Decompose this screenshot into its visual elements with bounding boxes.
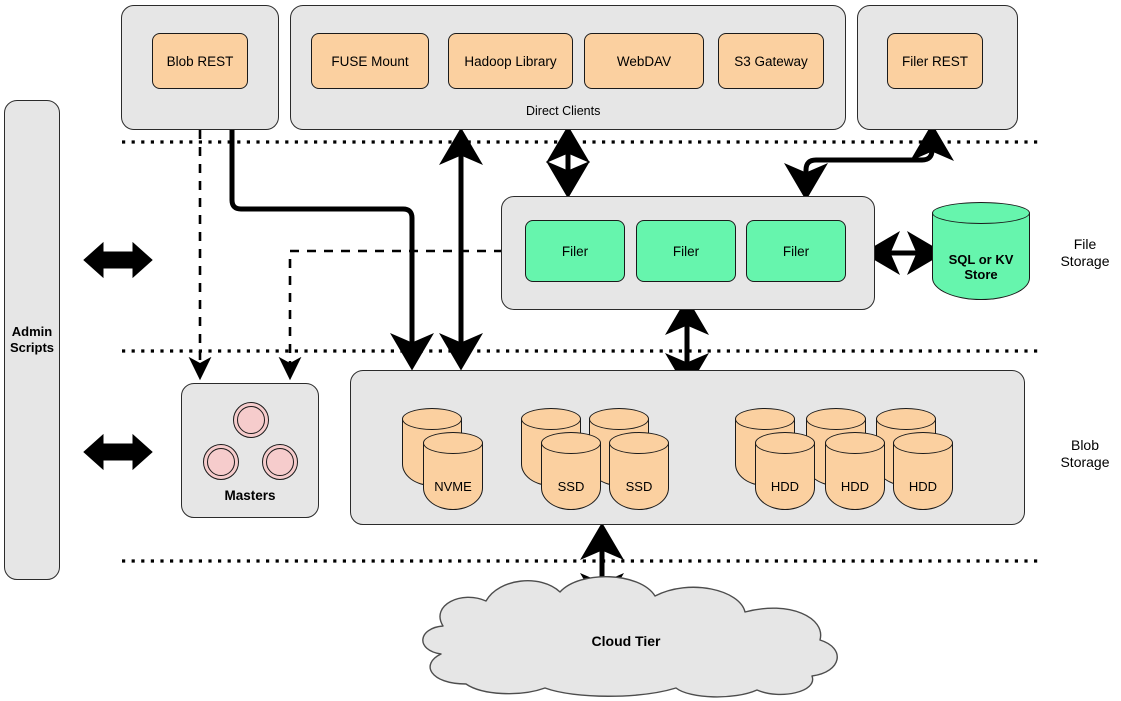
cloud-tier-label: Cloud Tier (591, 633, 661, 649)
client-blob-rest-label: Blob REST (166, 53, 234, 69)
master-node-3[interactable] (262, 444, 298, 480)
volume-ssd-label-2: SSD (625, 479, 653, 494)
master-node-1[interactable] (233, 402, 269, 438)
filer-node-2-label: Filer (672, 243, 700, 259)
cylinder-top (893, 432, 953, 454)
store-cylinder-top (932, 202, 1030, 224)
volume-ssd-label-1: SSD (557, 479, 585, 494)
cylinder-top (735, 408, 795, 430)
cylinder-top (806, 408, 866, 430)
cylinder-body (541, 443, 601, 510)
cylinder-body (893, 443, 953, 510)
cylinder-body (423, 443, 483, 510)
cylinder-body (825, 443, 885, 510)
volume-hdd-front-2[interactable]: HDD (825, 432, 885, 510)
blob-storage-side-label: Blob Storage (1060, 437, 1110, 470)
client-webdav-label: WebDAV (616, 53, 672, 69)
admin-scripts-label: Admin Scripts (9, 324, 55, 355)
cylinder-top (755, 432, 815, 454)
client-filer-rest-label: Filer REST (901, 53, 968, 69)
client-fuse-mount[interactable]: FUSE Mount (311, 33, 429, 89)
cylinder-top (402, 408, 462, 430)
admin-to-filer-arrow (83, 241, 153, 279)
cylinder-body (755, 443, 815, 510)
master-node-2[interactable] (203, 444, 239, 480)
filer-node-2[interactable]: Filer (636, 220, 736, 282)
masters-label: Masters (224, 488, 276, 503)
filer-node-1[interactable]: Filer (525, 220, 625, 282)
masters-group[interactable]: Masters (181, 383, 319, 518)
store-cylinder-body (932, 213, 1030, 300)
client-s3-gateway-label: S3 Gateway (734, 53, 808, 69)
admin-to-masters-arrow (83, 433, 153, 471)
volume-nvme-label: NVME (434, 479, 472, 494)
volume-hdd-front-3[interactable]: HDD (893, 432, 953, 510)
admin-scripts-panel[interactable]: Admin Scripts (4, 100, 60, 580)
blobrest-to-volumes-arrow (229, 130, 434, 371)
cloud-tier-node[interactable]: Cloud Tier (436, 595, 816, 695)
cylinder-top (423, 432, 483, 454)
client-s3-gateway[interactable]: S3 Gateway (718, 33, 824, 89)
volume-nvme-front-1[interactable]: NVME (423, 432, 483, 510)
filer-node-3-label: Filer (782, 243, 810, 259)
filer-node-3[interactable]: Filer (746, 220, 846, 282)
sql-or-kv-store[interactable]: SQL or KV Store (932, 202, 1030, 300)
client-fuse-mount-label: FUSE Mount (331, 53, 409, 69)
cylinder-top (521, 408, 581, 430)
file-storage-side-label: File Storage (1060, 236, 1110, 269)
volume-hdd-label-2: HDD (840, 479, 870, 494)
cylinder-top (541, 432, 601, 454)
client-webdav[interactable]: WebDAV (584, 33, 704, 89)
volume-hdd-front-1[interactable]: HDD (755, 432, 815, 510)
filer-node-1-label: Filer (561, 243, 589, 259)
filer-to-masters-dashed (278, 249, 503, 381)
cylinder-top (609, 432, 669, 454)
client-hadoop-library-label: Hadoop Library (464, 53, 557, 69)
filer-rest-to-filer-arrow (784, 123, 954, 201)
volume-hdd-label-1: HDD (770, 479, 800, 494)
client-blob-rest[interactable]: Blob REST (152, 33, 248, 89)
direct-clients-group-label: Direct Clients (526, 104, 601, 118)
cylinder-top (589, 408, 649, 430)
cylinder-top (825, 432, 885, 454)
sql-or-kv-store-label: SQL or KV Store (948, 252, 1014, 282)
client-hadoop-library[interactable]: Hadoop Library (448, 33, 573, 89)
volume-ssd-front-2[interactable]: SSD (609, 432, 669, 510)
cylinder-top (876, 408, 936, 430)
client-filer-rest[interactable]: Filer REST (887, 33, 983, 89)
cylinder-body (609, 443, 669, 510)
volume-hdd-label-3: HDD (908, 479, 938, 494)
volume-ssd-front-1[interactable]: SSD (541, 432, 601, 510)
